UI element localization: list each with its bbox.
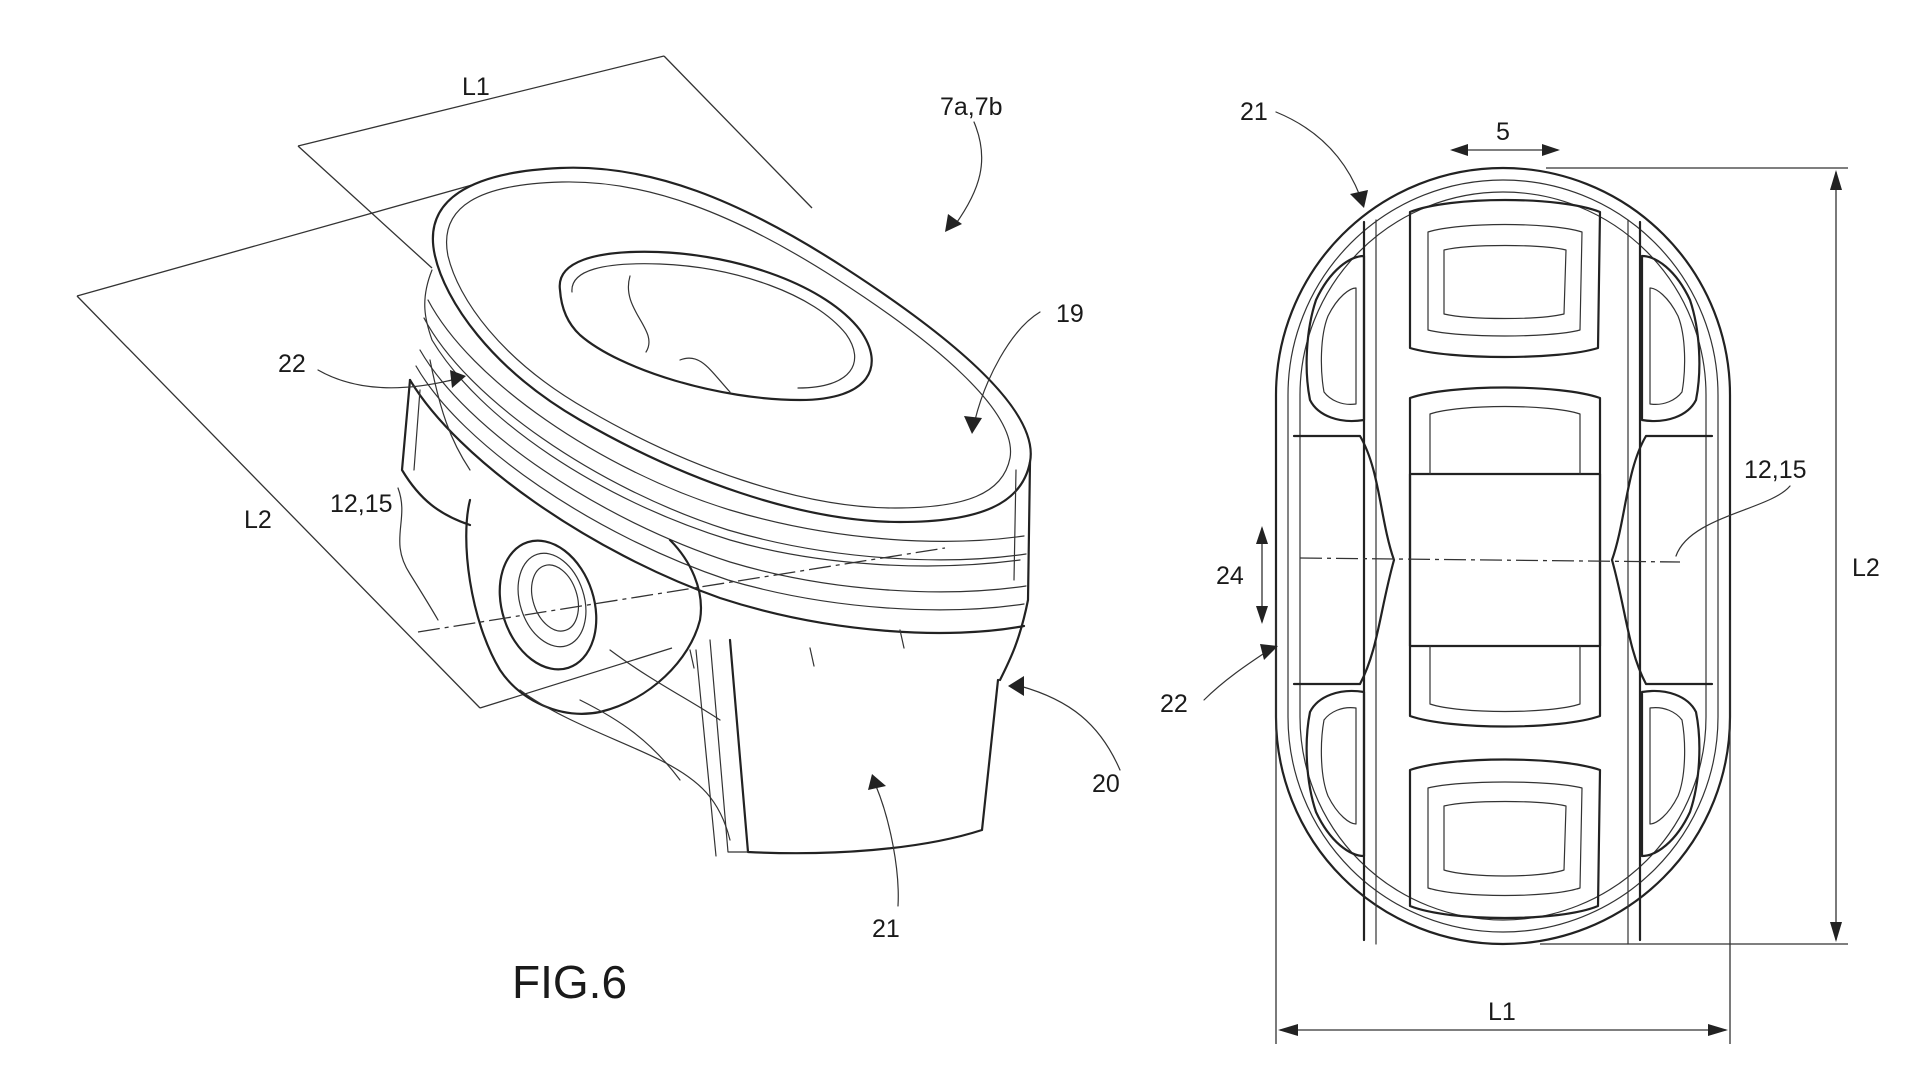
leader-7a7b: [954, 121, 983, 226]
pin-boss: [465, 498, 731, 841]
window-top: [1408, 198, 1602, 359]
pin-axis-plan: [1299, 557, 1681, 563]
leader-19: [974, 311, 1041, 421]
label-l2-isometric: L2: [244, 506, 272, 534]
pin-axis-isometric: [417, 547, 946, 633]
leader-12-15-plan: [1675, 485, 1791, 557]
pin-boss-right-plan: [1610, 434, 1714, 686]
piston-skirt: [728, 638, 1000, 855]
figure-label: FIG.6: [512, 956, 627, 1008]
label-ref-7a7b: 7a,7b: [940, 93, 1003, 121]
label-ref-22-isometric: 22: [278, 350, 306, 378]
pin-boss-left-plan: [1292, 434, 1396, 686]
piston-outline-plan: [1274, 166, 1732, 946]
leader-21-plan: [1275, 111, 1361, 197]
leader-22-plan: [1203, 651, 1267, 701]
label-ref-21-isometric: 21: [872, 915, 900, 943]
label-ref-19: 19: [1056, 300, 1084, 328]
window-bottom: [1408, 758, 1602, 920]
leader-21-isometric: [875, 785, 899, 907]
dimension-l1-plan: [1275, 600, 1731, 1044]
dimension-5: [1450, 144, 1560, 156]
label-l1-plan: L1: [1488, 998, 1516, 1026]
window-center: [1408, 386, 1602, 728]
label-l1-isometric: L1: [462, 73, 490, 101]
dimension-24: [1256, 526, 1268, 624]
label-ref-12-15-plan: 12,15: [1744, 456, 1807, 484]
leader-12-15-isometric: [397, 487, 439, 621]
leader-20: [1019, 685, 1121, 771]
label-l2-plan: L2: [1852, 554, 1880, 582]
piston-pin-plan: [1408, 472, 1602, 648]
corner-pockets: [1305, 254, 1701, 858]
piston-isometric-view: [76, 55, 1121, 907]
dimension-l2-isometric: [76, 184, 673, 709]
combustion-bowl: [558, 250, 873, 402]
leader-22-isometric: [317, 369, 453, 389]
dimension-l1-isometric: [297, 55, 813, 269]
label-ref-20: 20: [1092, 770, 1120, 798]
piston-crown-inner: [446, 181, 1012, 509]
label-ref-22-plan: 22: [1160, 690, 1188, 718]
label-ref-12-15-isometric: 12,15: [330, 490, 393, 518]
label-ref-24: 24: [1216, 562, 1244, 590]
label-ref-5: 5: [1496, 118, 1510, 146]
piston-underside-view: [1203, 111, 1848, 1044]
piston-body: [400, 166, 1032, 857]
dimension-l2-plan: [1540, 167, 1848, 945]
label-ref-21-plan: 21: [1240, 98, 1268, 126]
piston-crown-outer: [431, 166, 1032, 524]
